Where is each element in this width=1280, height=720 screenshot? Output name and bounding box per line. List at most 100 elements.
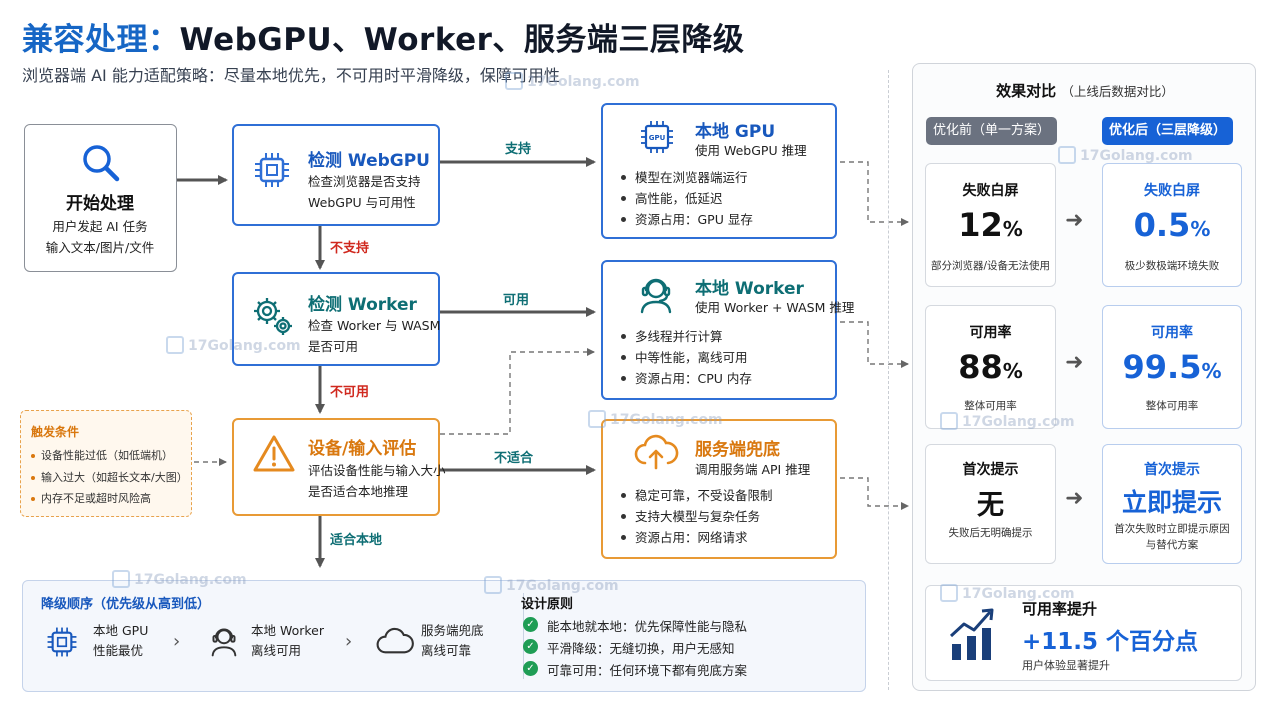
- list-item: 资源占用：CPU 内存: [619, 368, 752, 389]
- uplift-title: 可用率提升: [1022, 600, 1098, 618]
- watermark: 17Golang.com: [1058, 146, 1193, 164]
- result-server-bullets: 稳定可靠，不受设备限制 支持大模型与复杂任务 资源占用：网络请求: [619, 485, 773, 548]
- trigger-title: 触发条件: [31, 425, 80, 439]
- start-line2: 输入文本/图片/文件: [45, 240, 155, 255]
- principle-item: 可靠可用：任何环境下都有兜底方案: [547, 663, 748, 678]
- list-item: 模型在浏览器端运行: [619, 167, 753, 188]
- detect-webgpu-line2: WebGPU 与可用性: [308, 195, 416, 210]
- cloud-upload-icon: [634, 434, 679, 470]
- detect-webgpu-title: 检测 WebGPU: [308, 151, 430, 171]
- evaluate-line2: 是否适合本地推理: [308, 484, 409, 499]
- detect-webgpu-node: 检测 WebGPU 检查浏览器是否支持 WebGPU 与可用性: [232, 124, 440, 226]
- list-item: 设备性能过低（如低端机）: [29, 445, 188, 467]
- list-item: 中等性能，离线可用: [619, 347, 752, 368]
- result-local-worker: 本地 Worker 使用 Worker + WASM 推理 多线程并行计算 中等…: [601, 260, 854, 400]
- section-divider: [888, 70, 889, 690]
- page-subtitle: 浏览器端 AI 能力适配策略：尽量本地优先，不可用时平滑降级，保障可用性: [22, 66, 560, 85]
- uplift-note: 用户体验显著提升: [1022, 659, 1110, 672]
- arrow-right-icon: ➜: [1065, 350, 1084, 375]
- order-item-server: 服务端兜底 离线可靠: [421, 623, 484, 658]
- result-gpu-title: 本地 GPU: [695, 122, 776, 142]
- after-card-failure: 失败白屏 0.5% 极少数极端环境失败: [1102, 163, 1242, 287]
- result-worker-subtitle: 使用 Worker + WASM 推理: [695, 300, 855, 315]
- gpu-chip-icon: GPU: [641, 121, 673, 153]
- label-not-available: 不可用: [330, 385, 370, 400]
- result-worker-bullets: 多线程并行计算 中等性能，离线可用 资源占用：CPU 内存: [619, 326, 752, 389]
- search-icon: [83, 145, 120, 182]
- support-agent-icon: [211, 628, 237, 657]
- start-node: 开始处理 用户发起 AI 任务 输入文本/图片/文件: [24, 124, 177, 272]
- result-local-gpu: GPU 本地 GPU 使用 WebGPU 推理 模型在浏览器端运行 高性能，低延…: [601, 103, 837, 239]
- page-title: 兼容处理：WebGPU、Worker、服务端三层降级: [22, 22, 745, 58]
- result-gpu-subtitle: 使用 WebGPU 推理: [695, 143, 807, 158]
- result-server-subtitle: 调用服务端 API 推理: [695, 462, 811, 477]
- check-icon: ✓: [523, 639, 538, 654]
- detect-worker-line2: 是否可用: [308, 339, 359, 354]
- label-not-supported: 不支持: [330, 241, 370, 256]
- label-available: 可用: [503, 293, 530, 308]
- watermark: 17Golang.com: [484, 576, 619, 594]
- check-icon: ✓: [523, 661, 538, 676]
- label-not-suitable: 不适合: [494, 451, 534, 466]
- evaluate-node: 设备/输入评估 评估设备性能与输入大小 是否适合本地推理: [232, 418, 446, 516]
- detect-webgpu-line1: 检查浏览器是否支持: [308, 174, 421, 189]
- chip-icon: [47, 627, 77, 657]
- warning-icon: [253, 435, 295, 472]
- uplift-card: 可用率提升 +11.5 个百分点 用户体验显著提升: [925, 585, 1242, 681]
- order-title: 降级顺序（优先级从高到低）: [41, 597, 211, 612]
- principle-item: 平滑降级：无缝切换，用户无感知: [547, 641, 735, 656]
- watermark: 17Golang.com: [940, 584, 1075, 602]
- list-item: 输入过大（如超长文本/大图）: [29, 467, 188, 489]
- comparison-title: 效果对比 （上线后数据对比）: [996, 82, 1174, 100]
- list-item: 资源占用：网络请求: [619, 527, 773, 548]
- detect-worker-title: 检测 Worker: [308, 295, 417, 315]
- start-line1: 用户发起 AI 任务: [52, 219, 148, 234]
- svg-text:GPU: GPU: [649, 134, 666, 142]
- chevron-right-icon: ›: [345, 631, 353, 652]
- bottom-summary-panel: 降级顺序（优先级从高到低） 本地 GPU 性能最优 › 本地 Worker 离线…: [22, 580, 866, 692]
- after-card-availability: 可用率 99.5% 整体可用率: [1102, 305, 1242, 429]
- arrow-right-icon: ➜: [1065, 208, 1084, 233]
- growth-chart-icon: [949, 608, 994, 660]
- evaluate-title: 设备/输入评估: [308, 439, 417, 459]
- result-server-title: 服务端兜底: [695, 440, 780, 460]
- watermark: 17Golang.com: [505, 72, 640, 90]
- start-title: 开始处理: [66, 194, 134, 214]
- chip-icon: [255, 153, 289, 187]
- support-agent-icon: [640, 278, 672, 314]
- bottom-divider: [523, 593, 524, 679]
- order-item-worker: 本地 Worker 离线可用: [251, 623, 325, 658]
- list-item: 内存不足或超时风险高: [29, 488, 188, 510]
- label-supported: 支持: [505, 142, 532, 157]
- trigger-conditions: 触发条件 设备性能过低（如低端机） 输入过大（如超长文本/大图） 内存不足或超时…: [20, 410, 192, 517]
- list-item: 高性能，低延迟: [619, 188, 753, 209]
- list-item: 稳定可靠，不受设备限制: [619, 485, 773, 506]
- list-item: 资源占用：GPU 显存: [619, 209, 753, 230]
- cloud-icon: [376, 627, 414, 654]
- watermark: 17Golang.com: [166, 336, 301, 354]
- principle-item: 能本地就本地：优先保障性能与隐私: [547, 619, 748, 634]
- gear-icon: [254, 298, 292, 335]
- principles-title: 设计原则: [521, 597, 574, 612]
- detect-worker-node: 检测 Worker 检查 Worker 与 WASM 是否可用: [232, 272, 440, 366]
- order-item-gpu: 本地 GPU 性能最优: [93, 623, 149, 658]
- before-header: 优化前（单一方案）: [926, 117, 1057, 145]
- evaluate-line1: 评估设备性能与输入大小: [308, 463, 446, 478]
- after-header: 优化后（三层降级）: [1102, 117, 1233, 145]
- before-card-availability: 可用率 88% 整体可用率: [925, 305, 1056, 429]
- label-suitable-local: 适合本地: [330, 533, 383, 548]
- result-worker-title: 本地 Worker: [695, 279, 804, 299]
- after-card-hint: 首次提示 立即提示 首次失败时立即提示原因 与替代方案: [1102, 444, 1242, 564]
- detect-worker-line1: 检查 Worker 与 WASM: [308, 318, 441, 333]
- result-server-fallback: 服务端兜底 调用服务端 API 推理 稳定可靠，不受设备限制 支持大模型与复杂任…: [601, 419, 837, 559]
- before-card-failure: 失败白屏 12% 部分浏览器/设备无法使用: [925, 163, 1056, 287]
- list-item: 多线程并行计算: [619, 326, 752, 347]
- result-gpu-bullets: 模型在浏览器端运行 高性能，低延迟 资源占用：GPU 显存: [619, 167, 753, 230]
- uplift-value: +11.5 个百分点: [1022, 629, 1199, 655]
- watermark: 17Golang.com: [940, 412, 1075, 430]
- list-item: 支持大模型与复杂任务: [619, 506, 773, 527]
- arrow-right-icon: ➜: [1065, 486, 1084, 511]
- check-icon: ✓: [523, 617, 538, 632]
- before-card-hint: 首次提示 无 失败后无明确提示: [925, 444, 1056, 564]
- chevron-right-icon: ›: [173, 631, 181, 652]
